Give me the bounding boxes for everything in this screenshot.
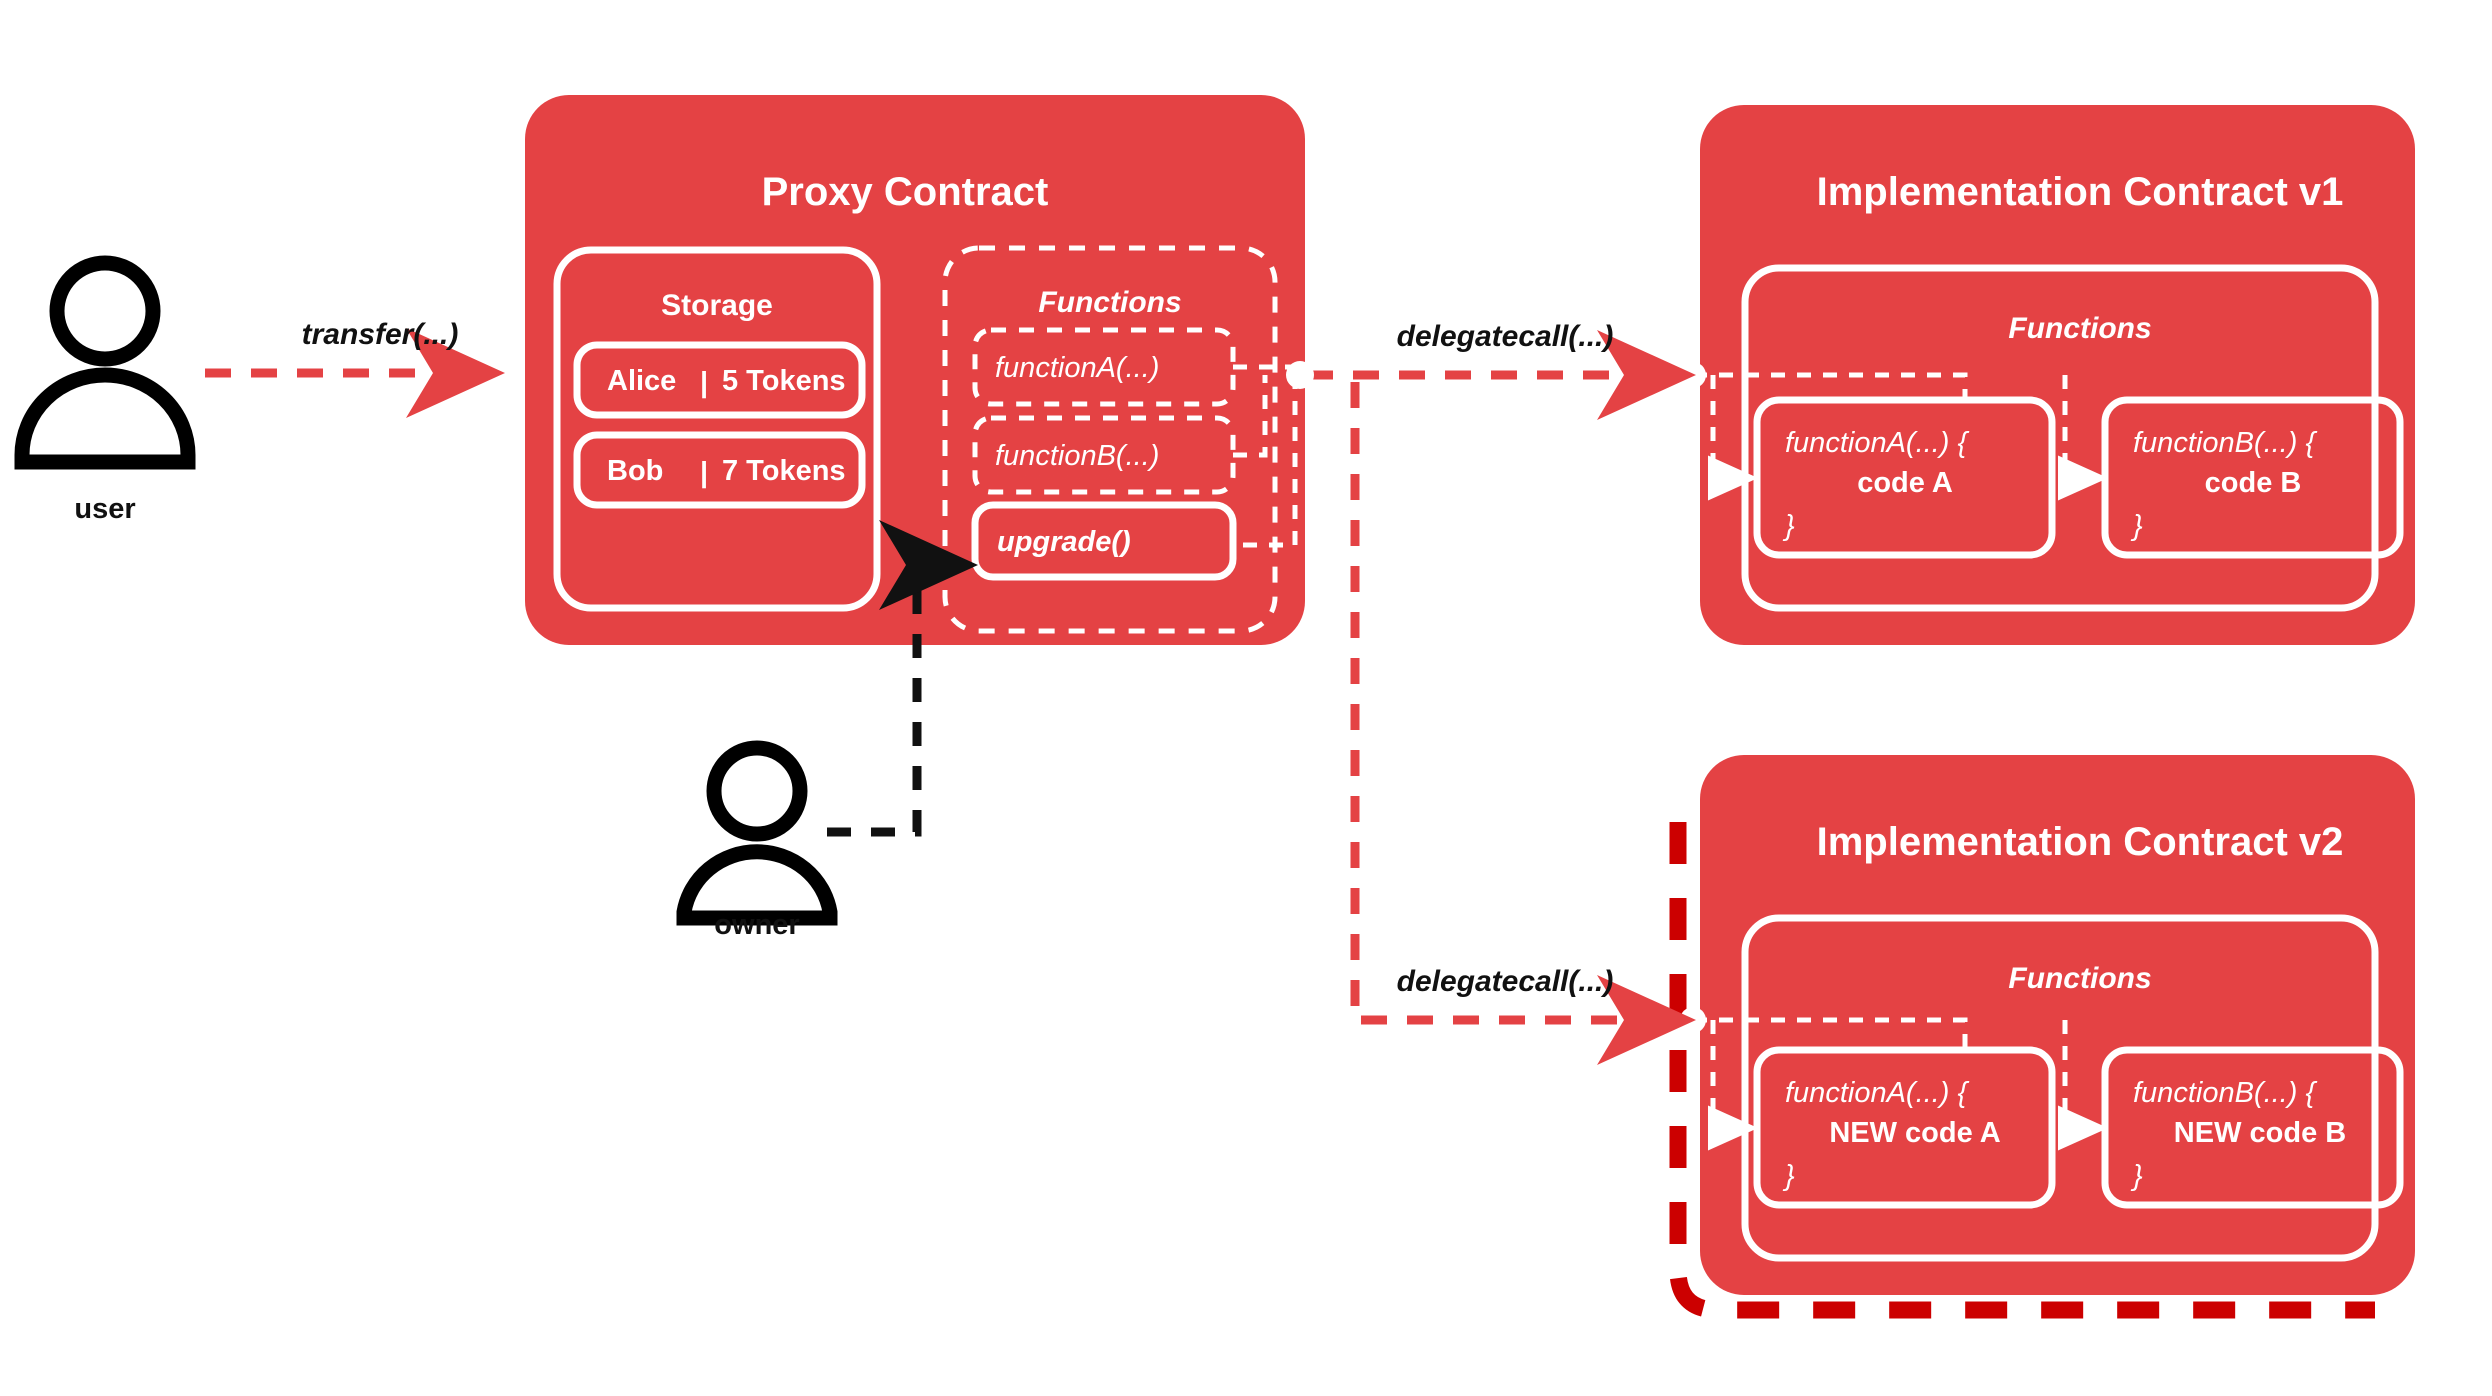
implementation-function-body: code A (1857, 467, 1953, 499)
storage-panel-border (553, 246, 881, 612)
impl-v1-entry-to-fn-a (1708, 375, 1758, 501)
implementation-functions-panel-border (1741, 264, 2379, 612)
edge-delegatecall-v1: delegatecall(...) (1286, 320, 1696, 420)
impl-v2-entry-top-line (1693, 1017, 1968, 1050)
implementation-v2-function-b[interactable]: functionB(...) { NEW code B } (2101, 1046, 2404, 1209)
delegatecall-v1-edge-label: delegatecall(...) (1397, 320, 1614, 353)
spellcheck-squiggle-icon (996, 472, 1124, 480)
implementation-function-signature: functionB(...) { (2133, 1077, 2317, 1109)
storage-title: Storage (661, 289, 773, 322)
proxy-card-title: Proxy Contract (762, 170, 1049, 214)
implementation-function-close: } (2130, 510, 2143, 542)
function-item-label: functionB(...) (995, 440, 1159, 472)
storage-row-separator: | (700, 457, 708, 489)
storage-row-border (573, 431, 866, 509)
person-icon-head (49, 255, 161, 367)
implementation-functions-panel-border (1741, 914, 2379, 1262)
impl-v1-fn-a-to-fn-b (2058, 375, 2108, 501)
implementation-functions-title: Functions (2008, 312, 2151, 345)
storage-row-value: 7 Tokens (722, 455, 846, 487)
implementation-card-title: Implementation Contract v1 (1817, 170, 2344, 214)
storage-row-name: Bob (607, 455, 663, 487)
proxy-function-b[interactable]: functionB(...) (972, 415, 1236, 495)
storage-row-name: Alice (607, 365, 676, 397)
proxy-fn-b-exit-line (1233, 375, 1268, 458)
impl-v2-entry-dot (1680, 1007, 1706, 1033)
edge-owner-upgrade (827, 520, 978, 837)
proxy-upgrade-return-line (1233, 375, 1298, 548)
impl-v2-fn-a-to-fn-b (2058, 1020, 2108, 1151)
delegatecall-v2-edge-label: delegatecall(...) (1397, 965, 1614, 998)
spellcheck-squiggle-icon (2134, 459, 2262, 467)
functions-panel-border (942, 245, 1278, 634)
implementation-card-body (1700, 755, 2415, 1295)
implementation-function-close: } (1782, 510, 1795, 542)
person-icon-body (676, 844, 838, 926)
proxy-functions-panel: Functions functionA(...) functionB(...) … (942, 245, 1298, 634)
proxy-function-a[interactable]: functionA(...) (972, 327, 1236, 407)
implementation-function-signature: functionA(...) { (1785, 1077, 1969, 1109)
implementation-functions-title: Functions (2008, 962, 2151, 995)
edge-transfer: transfer(...) (205, 318, 505, 418)
delegatecall-v2-edge-line (1350, 382, 1696, 1065)
function-item-label: upgrade() (997, 526, 1131, 558)
proxy-contract-card[interactable]: Proxy Contract Storage Alice | 5 Tokens … (525, 95, 1305, 645)
proxy-storage-panel: Storage Alice | 5 Tokens Bob | 7 Tokens (553, 246, 881, 612)
storage-row-alice[interactable]: Alice | 5 Tokens (573, 341, 866, 419)
implementation-card-title: Implementation Contract v2 (1817, 820, 2344, 864)
storage-row-bob[interactable]: Bob | 7 Tokens (573, 431, 866, 509)
function-item-border (972, 415, 1236, 495)
person-icon-head (706, 740, 808, 842)
function-item-border (972, 327, 1236, 407)
edge-delegatecall-v2: delegatecall(...) (1350, 382, 1696, 1065)
person-icon-body (14, 367, 196, 470)
implementation-function-close: } (1782, 1160, 1795, 1192)
actor-label: user (74, 493, 135, 525)
proxy-functions-title: Functions (1038, 286, 1181, 319)
spellcheck-squiggle-icon (2134, 1109, 2262, 1117)
implementation-function-close: } (2130, 1160, 2143, 1192)
transfer-edge-label: transfer(...) (302, 318, 459, 351)
function-item-label: functionA(...) (995, 352, 1159, 384)
storage-row-border (573, 341, 866, 419)
actor-user[interactable]: user (14, 255, 196, 525)
implementation-v2-card[interactable]: Implementation Contract v2 Functions fun… (1669, 755, 2415, 1319)
storage-row-value: 5 Tokens (722, 365, 846, 397)
impl-v2-entry-to-fn-a (1708, 1020, 1758, 1151)
proxy-exit-dot (1286, 361, 1314, 389)
implementation-function-body: NEW code B (2174, 1117, 2346, 1149)
implementation-card-body (1700, 105, 2415, 645)
impl-v1-entry-dot (1680, 362, 1706, 388)
implementation-function-signature: functionB(...) { (2133, 427, 2317, 459)
implementation-function-body: code B (2205, 467, 2302, 499)
implementation-function-signature: functionA(...) { (1785, 427, 1969, 459)
implementation-v2-highlight-border (1669, 822, 2375, 1319)
implementation-v1-card[interactable]: Implementation Contract v1 Functions fun… (1680, 105, 2415, 645)
actor-owner[interactable]: owner (676, 740, 838, 941)
implementation-function-body: NEW code A (1829, 1117, 2000, 1149)
owner-upgrade-edge-line (827, 520, 978, 837)
impl-v1-entry-top-line (1693, 372, 1968, 400)
storage-row-separator: | (700, 367, 708, 399)
actor-label: owner (714, 909, 799, 941)
